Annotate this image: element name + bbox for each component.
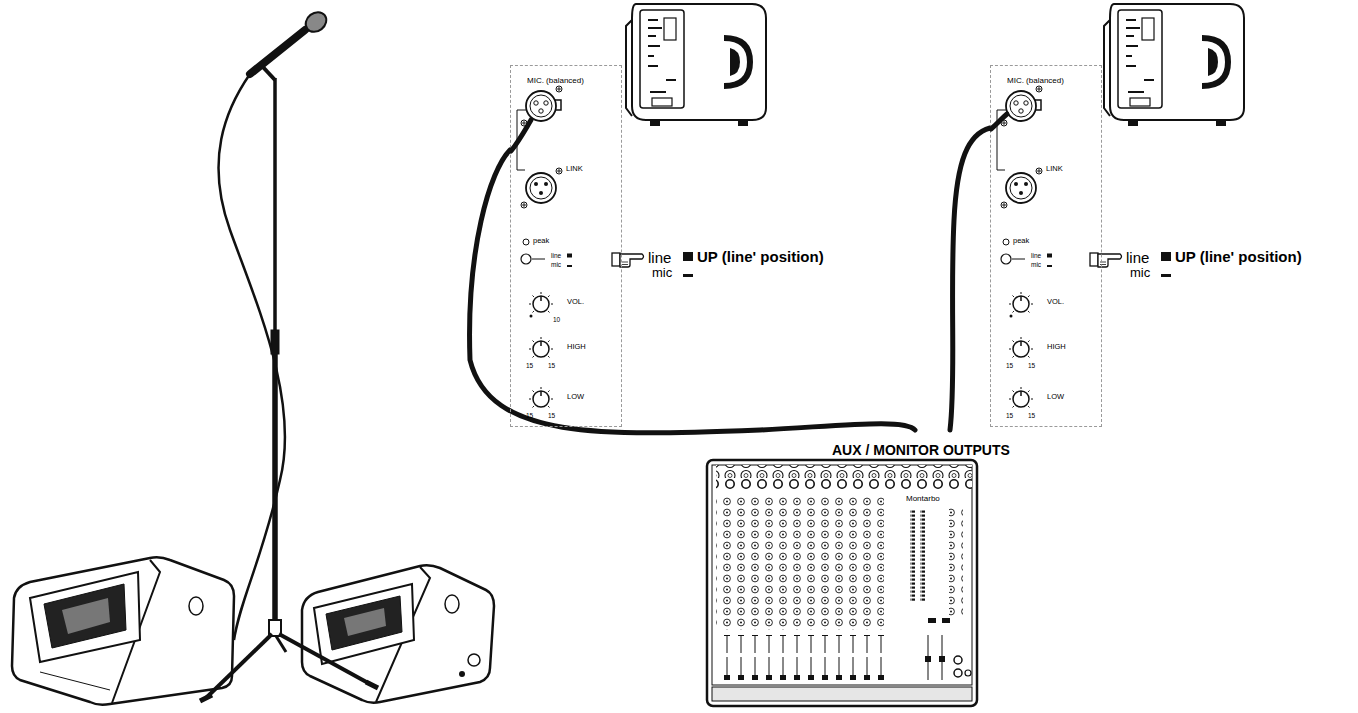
knob-label: HIGH — [567, 343, 586, 352]
switch-label: line — [1031, 252, 1041, 259]
switch-up-icon — [683, 252, 693, 261]
led-label: peak — [533, 237, 549, 246]
knob-label: LOW — [1047, 393, 1064, 402]
mixer-drawing — [707, 460, 977, 706]
floor-speaker — [12, 557, 234, 704]
instruction: UP (line' position) — [697, 248, 824, 265]
mixer: AUX / MONITOR OUTPUTS Montarbo — [706, 430, 1040, 708]
led-label: peak — [1013, 237, 1029, 246]
switch-position: line — [1126, 249, 1149, 266]
speaker-back — [1104, 4, 1244, 126]
input-panel: MIC. (balanced) LINK peakline micVOL. HIGH 15… — [990, 65, 1102, 427]
input-label: MIC. (balanced) — [1007, 76, 1064, 85]
scale-number: 15 — [1006, 362, 1013, 369]
switch-label: line — [551, 252, 561, 259]
switch-position: mic — [1130, 266, 1150, 281]
switch-position: mic — [652, 266, 672, 281]
mixer-drawing — [706, 430, 1040, 708]
input-label: MIC. (balanced) — [527, 76, 584, 85]
cable-plug-end — [511, 120, 531, 151]
knob-label: LOW — [567, 393, 584, 402]
switch-label: mic — [1031, 261, 1041, 268]
knob-label: VOL. — [1047, 298, 1064, 307]
panel-drawing — [997, 86, 1052, 407]
input-panel: MIC. (balanced) LINK peakline micVOL. 10HIGH… — [510, 65, 622, 427]
scale-number: 15 — [526, 412, 533, 419]
panel-drawing — [511, 66, 623, 428]
scale-number: 15 — [548, 412, 555, 419]
switch-down-icon — [1161, 274, 1171, 277]
knob-label: HIGH — [1047, 343, 1066, 352]
scale-number: 15 — [526, 362, 533, 369]
brand-name: Montarbo — [906, 494, 940, 503]
switch-label: mic — [551, 261, 561, 268]
scale-number: 15 — [1028, 412, 1035, 419]
mic-stand — [200, 8, 378, 701]
instruction: UP (line' position) — [1175, 248, 1302, 265]
scale-number: 10 — [553, 316, 560, 323]
floor-speaker — [302, 565, 494, 702]
pointing-hand — [1090, 253, 1122, 267]
panel-drawing — [991, 66, 1103, 428]
scale-number: 15 — [1028, 362, 1035, 369]
scale-number: 15 — [548, 362, 555, 369]
switch-down-icon — [683, 274, 693, 277]
pointing-hand — [612, 253, 644, 267]
link-label: LINK — [566, 165, 583, 174]
speaker-back — [626, 4, 766, 126]
output-heading: AUX / MONITOR OUTPUTS — [832, 442, 1010, 458]
cable-plug-end — [991, 114, 1007, 129]
switch-up-icon — [1161, 252, 1171, 261]
audio-cable — [950, 128, 990, 430]
link-label: LINK — [1046, 165, 1063, 174]
scale-number: 15 — [1006, 412, 1013, 419]
switch-position: line — [648, 249, 671, 266]
knob-label: VOL. — [567, 298, 584, 307]
